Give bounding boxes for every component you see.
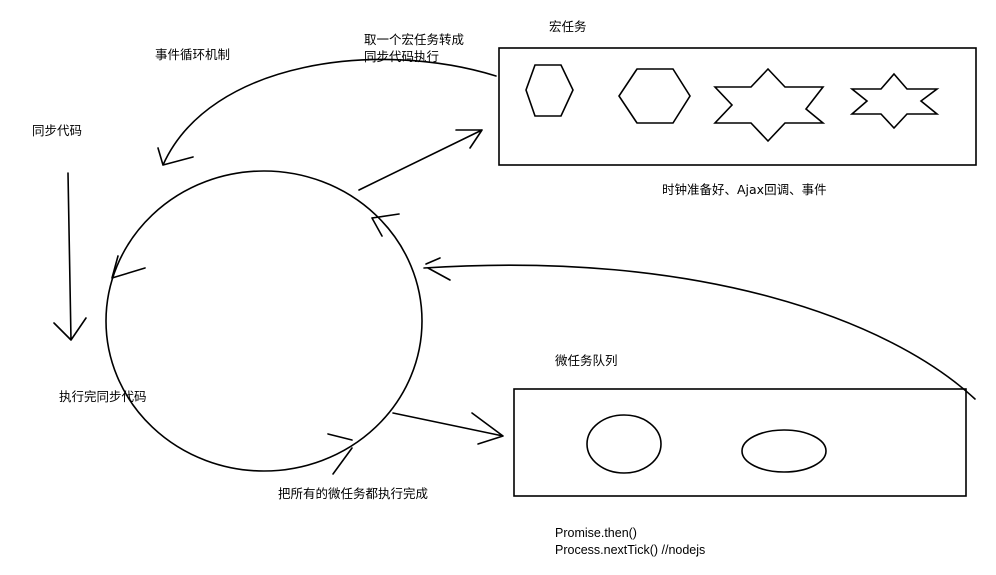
take-macro-label-1: 取一个宏任务转成 <box>364 32 465 47</box>
loop-arrow-right <box>425 257 451 281</box>
sync-code-label: 同步代码 <box>32 123 83 138</box>
six-point-star-small-icon <box>849 72 940 130</box>
process-tick-label: Process.nextTick() //nodejs <box>555 543 706 557</box>
macro-task-label: 宏任务 <box>549 19 587 34</box>
ellipse-icon <box>741 429 827 473</box>
promise-then-label: Promise.then() <box>555 526 637 540</box>
small-hexagon-icon <box>525 64 574 117</box>
sync-done-label: 执行完同步代码 <box>59 389 147 404</box>
macro-sources-label: 时钟准备好、Ajax回调、事件 <box>662 182 827 197</box>
loop-arrow-bottom <box>327 433 353 475</box>
macro-return-arrow <box>157 58 497 166</box>
micro-queue-label: 微任务队列 <box>555 353 618 368</box>
loop-arrow-top-right <box>371 213 400 237</box>
event-loop-circle <box>105 170 423 472</box>
event-loop-title: 事件循环机制 <box>155 47 231 62</box>
to-macro-arrow <box>358 129 483 191</box>
micro-return-arrow <box>423 264 976 400</box>
circle-icon <box>586 414 662 474</box>
sync-code-arrow <box>53 172 87 341</box>
loop-arrow-left <box>111 255 146 279</box>
six-point-star-icon <box>713 67 826 143</box>
take-macro-label-2: 同步代码执行 <box>364 49 440 64</box>
hexagon-icon <box>618 68 691 124</box>
run-all-micro-label: 把所有的微任务都执行完成 <box>278 486 429 501</box>
to-micro-arrow <box>392 412 504 445</box>
macro-task-box <box>498 47 977 166</box>
micro-task-box <box>513 388 967 497</box>
